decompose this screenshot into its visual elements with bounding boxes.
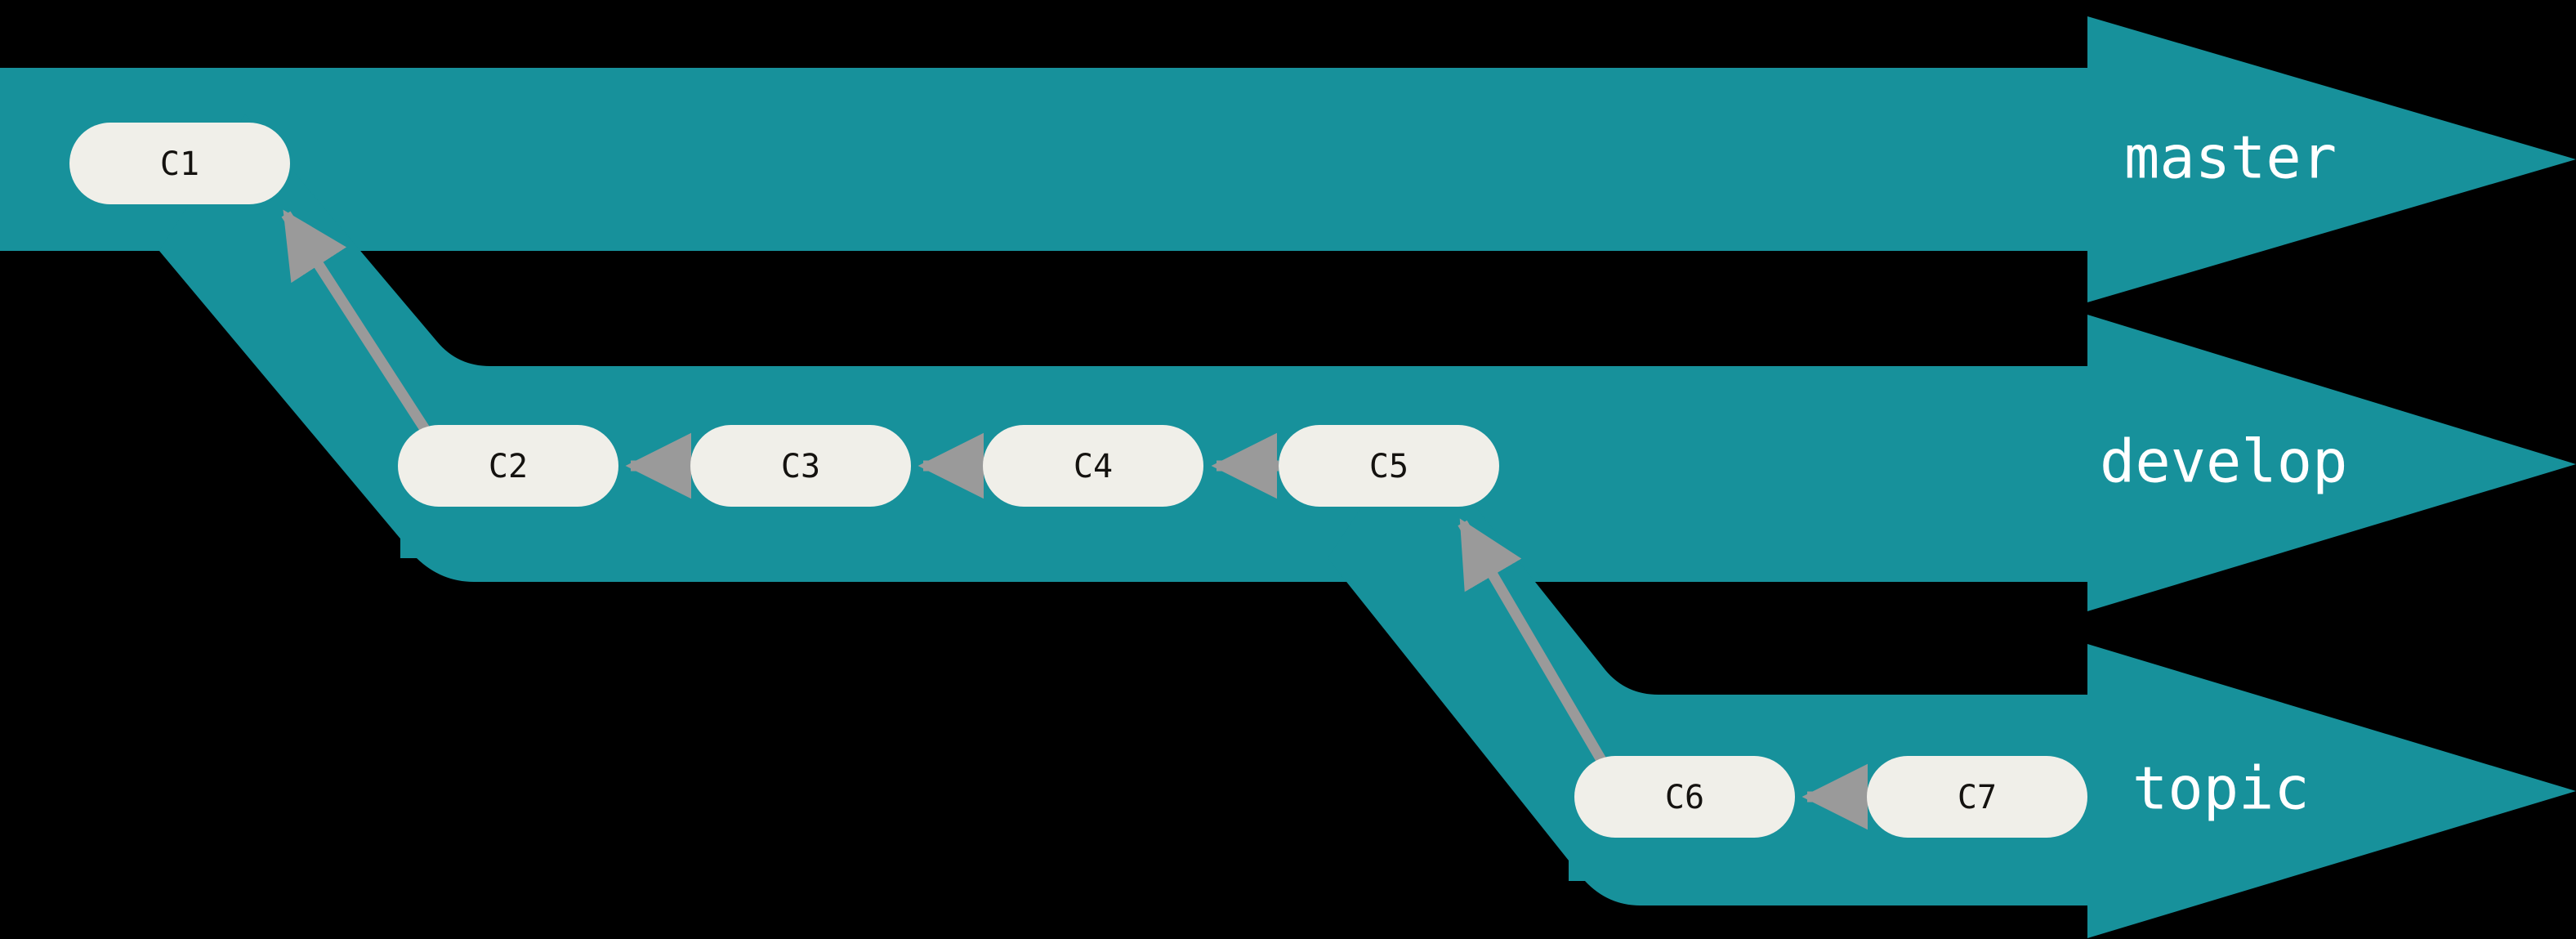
commit-node-c4-label: C4 xyxy=(1074,448,1113,485)
commit-node-c7-shape xyxy=(1867,756,2087,838)
branch-labels: master develop topic xyxy=(2100,123,2347,823)
commit-node-c5[interactable]: C5 xyxy=(1279,425,1499,507)
commit-node-c3[interactable]: C3 xyxy=(690,425,911,507)
commit-node-c5-label: C5 xyxy=(1369,448,1409,485)
commit-node-c6-label: C6 xyxy=(1665,779,1704,816)
edge-c2-to-c1 xyxy=(281,209,430,432)
branch-label-master[interactable]: master xyxy=(2124,123,2337,192)
branch-label-develop[interactable]: develop xyxy=(2100,427,2347,496)
commit-node-c1[interactable]: C1 xyxy=(69,123,290,204)
branch-label-topic[interactable]: topic xyxy=(2132,754,2310,823)
commit-node-c3-label: C3 xyxy=(781,448,820,485)
commit-node-c7[interactable]: C7 xyxy=(1867,756,2087,838)
branch-band-master[interactable] xyxy=(0,16,2576,302)
commit-nodes: C1 C2 C3 C4 C5 C6 xyxy=(69,123,2087,838)
commit-edges xyxy=(281,209,1869,830)
commit-node-c4[interactable]: C4 xyxy=(983,425,1203,507)
commit-node-c2-label: C2 xyxy=(489,448,528,485)
commit-node-c3-shape xyxy=(690,425,911,507)
commit-node-c1-shape xyxy=(69,123,290,204)
edge-c6-to-c5 xyxy=(1458,518,1606,763)
master-band-shape xyxy=(0,16,2576,302)
commit-node-c6-shape xyxy=(1574,756,1795,838)
commit-node-c6[interactable]: C6 xyxy=(1574,756,1795,838)
commit-node-c5-shape xyxy=(1279,425,1499,507)
commit-node-c7-label: C7 xyxy=(1958,779,1997,816)
commit-node-c4-shape xyxy=(983,425,1203,507)
commit-node-c2-shape xyxy=(398,425,618,507)
commit-node-c2[interactable]: C2 xyxy=(398,425,618,507)
commit-node-c1-label: C1 xyxy=(160,145,199,183)
